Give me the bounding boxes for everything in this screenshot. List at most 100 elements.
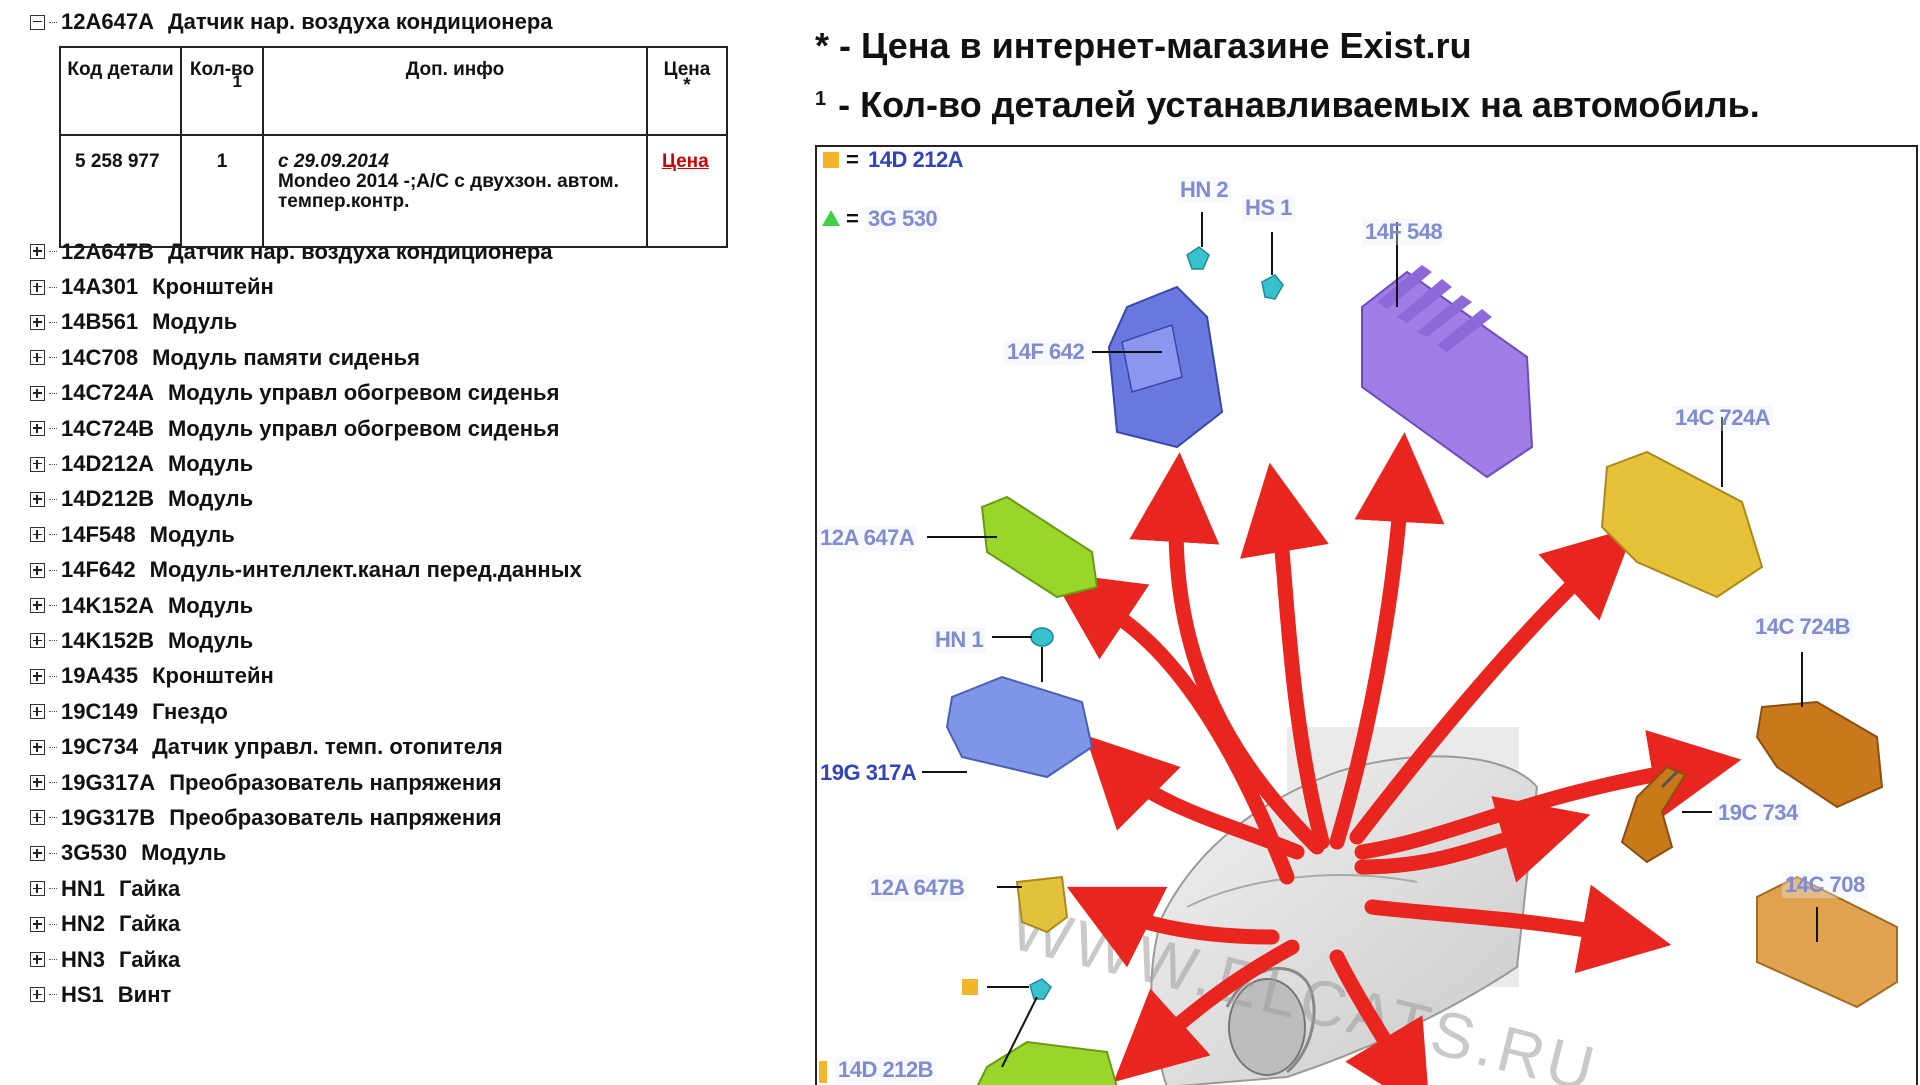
header-qty-sup: 1	[232, 72, 242, 91]
tree-item-name: Преобразователь напряжения	[169, 769, 502, 795]
label-14c708[interactable]: 14C 708	[1782, 872, 1868, 898]
expand-icon[interactable]	[30, 598, 45, 614]
tree-item-name: Модуль управл обогревом сиденья	[167, 380, 560, 406]
label-12a647b[interactable]: 12A 647B	[867, 875, 968, 901]
tree-item-code: 12A647A	[61, 9, 154, 34]
label-14f548[interactable]: 14F 548	[1362, 219, 1446, 245]
module-12a647a[interactable]	[980, 495, 1099, 599]
tree-item-name: Модуль	[149, 521, 235, 547]
header-price-label: Цена	[663, 59, 711, 80]
expand-icon[interactable]	[30, 421, 45, 437]
expand-icon[interactable]	[30, 562, 45, 578]
label-hn2[interactable]: HN 2	[1177, 177, 1232, 203]
tree-item-name: Датчик нар. воздуха кондиционера	[167, 9, 553, 34]
expand-icon[interactable]	[30, 845, 45, 861]
red-arrows	[1049, 432, 1742, 1085]
expand-icon[interactable]	[30, 739, 45, 755]
label-14c724a[interactable]: 14C 724A	[1672, 405, 1774, 431]
expand-icon[interactable]	[30, 456, 45, 472]
label-12a647a[interactable]: 12A 647A	[817, 525, 918, 551]
module-14c724b[interactable]	[1755, 700, 1884, 809]
tree-item-code: HS1	[61, 981, 104, 1007]
tree-item[interactable]: 14C724A Модуль управл обогревом сиденья	[30, 376, 790, 411]
expand-icon[interactable]	[30, 987, 45, 1003]
module-14c724a[interactable]	[1600, 450, 1764, 599]
label-14d212b[interactable]: 14D 212B	[835, 1057, 937, 1083]
tree-item-name: Гнездо	[152, 698, 228, 724]
cell-info: с 29.09.2014 Mondeo 2014 -;A/C с двухзон…	[262, 134, 648, 248]
tree-connector	[49, 711, 57, 713]
tree-connector	[49, 498, 57, 500]
expand-icon[interactable]	[30, 810, 45, 826]
tree-item-code: HN1	[61, 875, 106, 901]
module-14d212b[interactable]	[976, 1040, 1118, 1085]
tree-item-code: 14F548	[61, 521, 136, 547]
expand-icon[interactable]	[30, 385, 45, 401]
tree-item-name: Гайка	[119, 911, 181, 937]
price-link[interactable]: Цена	[662, 151, 709, 172]
tree-connector	[49, 605, 57, 607]
tree-item-name: Модуль	[141, 840, 227, 866]
qty-note: 1- Кол-во деталей устанавливаемых на авт…	[815, 84, 1760, 126]
label-hs1[interactable]: HS 1	[1242, 195, 1295, 221]
tree-item-code: 14C724A	[61, 380, 154, 406]
label-19c734[interactable]: 19C 734	[1715, 800, 1801, 826]
label-hn1[interactable]: HN 1	[932, 627, 987, 653]
module-14f642[interactable]	[1107, 285, 1224, 449]
expand-icon[interactable]	[30, 527, 45, 543]
tree-connector	[49, 923, 57, 925]
module-14f548[interactable]	[1361, 265, 1534, 479]
expand-icon[interactable]	[30, 314, 45, 330]
expand-icon[interactable]	[30, 633, 45, 649]
expand-icon[interactable]	[30, 704, 45, 720]
expand-icon[interactable]	[30, 668, 45, 684]
expand-icon[interactable]	[30, 491, 45, 507]
module-19c734[interactable]	[1620, 765, 1687, 864]
header-info: Доп. инфо	[262, 46, 648, 136]
expand-icon[interactable]	[30, 244, 45, 260]
tree-item-name: Модуль-интеллект.канал перед.данных	[149, 557, 582, 583]
module-14c708[interactable]	[1756, 875, 1898, 1009]
expand-icon[interactable]	[30, 952, 45, 967]
tree-item[interactable]: 14F548 Модуль	[30, 517, 790, 552]
qty-note-text: - Кол-во деталей устанавливаемых на авто…	[838, 84, 1760, 125]
module-19g317a[interactable]	[945, 627, 1094, 779]
label-14f642[interactable]: 14F 642	[1004, 339, 1088, 365]
cell-code: 5 258 977	[59, 134, 182, 248]
legend-triangle-icon	[822, 210, 840, 226]
label-14c724b[interactable]: 14C 724B	[1752, 614, 1854, 640]
legend-square-icon	[823, 152, 839, 168]
expand-icon[interactable]	[30, 916, 45, 932]
expand-icon[interactable]	[30, 279, 45, 295]
label-19g317a[interactable]: 19G 317A	[820, 760, 917, 785]
expand-icon[interactable]	[30, 350, 45, 366]
expand-icon[interactable]	[30, 775, 45, 791]
tree-item-expanded[interactable]: 12A647A Датчик нар. воздуха кондиционера	[30, 0, 790, 44]
tree-item-code: 19C734	[61, 734, 139, 760]
module-12a647b[interactable]	[1015, 875, 1069, 934]
expand-icon[interactable]	[30, 881, 45, 897]
tree-item-name: Кронштейн	[152, 663, 274, 689]
tree-connector	[49, 959, 57, 960]
parts-diagram[interactable]: WWW.ELCATS.RU	[815, 145, 1918, 1085]
collapse-icon[interactable]	[30, 14, 45, 30]
